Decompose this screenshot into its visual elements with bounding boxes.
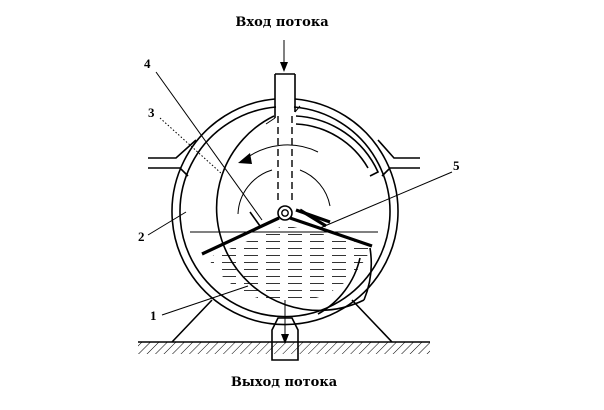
callout-5: 5 (453, 158, 460, 173)
inlet-nozzle (274, 40, 296, 118)
outlet-label: Выход потока (231, 375, 338, 390)
callout-2: 2 (138, 229, 145, 244)
callout-4: 4 (144, 56, 151, 71)
callout-1: 1 (150, 308, 157, 323)
feed-tube (265, 105, 301, 200)
inner-arcs (237, 169, 331, 215)
inlet-label: Вход потока (235, 15, 329, 30)
rotation-arrow (238, 144, 319, 164)
side-pipes (148, 139, 420, 177)
central-shaft (277, 205, 293, 221)
rotor-blades (201, 208, 373, 256)
support-legs (171, 299, 393, 343)
ground-base (138, 341, 430, 354)
leader-lines (147, 71, 453, 316)
callout-3: 3 (148, 105, 155, 120)
outlet-nozzle (271, 300, 299, 361)
